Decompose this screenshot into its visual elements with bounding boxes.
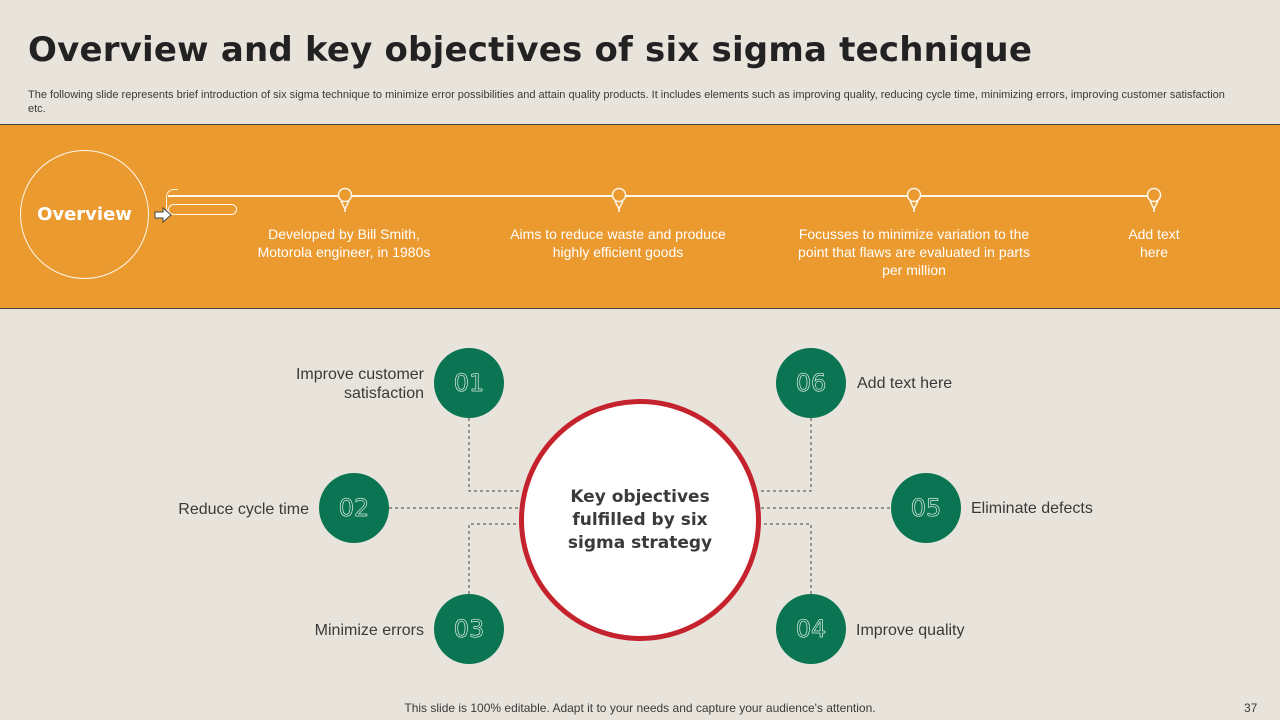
footer-note: This slide is 100% editable. Adapt it to… bbox=[404, 701, 876, 715]
objective-label-02: Reduce cycle time bbox=[178, 501, 309, 518]
location-pin-icon bbox=[1146, 187, 1162, 212]
slide-number: 37 bbox=[1244, 701, 1258, 715]
connector-lines bbox=[389, 418, 891, 594]
arrow-right-icon bbox=[154, 207, 172, 223]
timeline-pill bbox=[168, 204, 237, 215]
objectives-section: Key objectives fulfilled by six sigma st… bbox=[0, 309, 1280, 700]
overview-circle: Overview bbox=[20, 150, 149, 279]
timeline-line bbox=[168, 195, 1160, 197]
objective-number-02: 02 bbox=[319, 473, 389, 543]
objective-label-05: Eliminate defects bbox=[971, 500, 1093, 517]
slide-subtitle: The following slide represents brief int… bbox=[28, 89, 1225, 115]
objective-number-01: 01 bbox=[434, 348, 504, 418]
slide-title: Overview and key objectives of six sigma… bbox=[28, 30, 1033, 70]
objective-label-06: Add text here bbox=[857, 375, 953, 392]
milestone-text: Focusses to minimize variation to the po… bbox=[798, 226, 1030, 278]
overview-label: Overview bbox=[37, 204, 132, 225]
objectives-center-circle: Key objectives fulfilled by six sigma st… bbox=[519, 399, 761, 641]
objective-label-01: Improve customer satisfaction bbox=[295, 366, 424, 402]
milestone-text: Developed by Bill Smith, Motorola engine… bbox=[257, 226, 431, 260]
objective-number-03: 03 bbox=[434, 594, 504, 664]
objectives-center-text: Key objectives fulfilled by six sigma st… bbox=[567, 486, 713, 553]
objective-label-04: Improve quality bbox=[856, 622, 965, 639]
objective-number-04: 04 bbox=[776, 594, 846, 664]
objective-number-06: 06 bbox=[776, 348, 846, 418]
overview-band: Overview Developed by Bill Smith, Motoro… bbox=[0, 124, 1280, 309]
location-pin-icon bbox=[611, 187, 627, 212]
milestone-text: Aims to reduce waste and produce highly … bbox=[510, 226, 726, 260]
location-pin-icon bbox=[337, 187, 353, 212]
milestone-text: Add text here bbox=[1128, 226, 1180, 260]
objective-number-05: 05 bbox=[891, 473, 961, 543]
objective-label-03: Minimize errors bbox=[314, 622, 424, 639]
location-pin-icon bbox=[906, 187, 922, 212]
